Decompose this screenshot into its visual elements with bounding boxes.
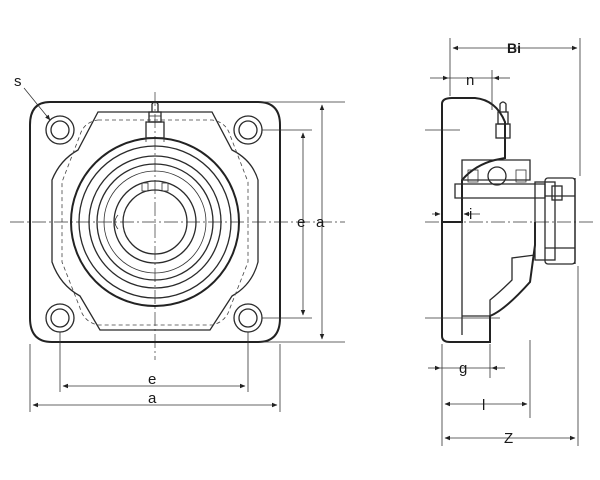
bearing-bore xyxy=(122,189,188,255)
bolt-hole-bottom-right-inner xyxy=(238,308,258,328)
label-e-vertical: e xyxy=(297,214,305,231)
bearing-ring-4 xyxy=(96,163,214,281)
label-s: s xyxy=(14,73,22,90)
bearing-inner-ring xyxy=(113,180,197,264)
bolt-hole-bottom-left-inner xyxy=(50,308,70,328)
flange-rib xyxy=(489,254,536,316)
set-screw-right xyxy=(161,182,169,192)
housing-outline xyxy=(29,101,281,343)
housing-pocket-dashed xyxy=(61,119,249,326)
locking-collar xyxy=(544,177,576,265)
bolt-hole-bottom-left xyxy=(45,303,75,333)
label-i: i xyxy=(469,206,472,223)
bearing-ring-2 xyxy=(78,145,232,299)
housing-web xyxy=(51,111,259,331)
seal-right xyxy=(515,169,527,183)
bearing-ball xyxy=(487,166,507,186)
collar-screw xyxy=(551,185,563,201)
label-n: n xyxy=(466,72,474,89)
flange-lower xyxy=(441,222,536,343)
side-view: Bi n i g l Z xyxy=(425,38,595,447)
bolt-hole-bottom-right xyxy=(233,303,263,333)
label-a-horizontal: a xyxy=(148,390,157,407)
label-l: l xyxy=(482,397,485,414)
leader-s xyxy=(23,87,51,121)
label-a-vertical: a xyxy=(316,214,325,231)
bolt-hole-top-right-inner xyxy=(238,120,258,140)
set-screw-left xyxy=(141,182,149,192)
label-Bi: Bi xyxy=(507,40,521,56)
front-view: s e a e a xyxy=(10,73,345,412)
grease-nipple-side xyxy=(495,101,511,139)
label-g: g xyxy=(459,360,467,377)
outer-race xyxy=(461,159,531,181)
label-Z: Z xyxy=(504,430,513,447)
bolt-hole-top-left xyxy=(45,115,75,145)
bolt-hole-top-right xyxy=(233,115,263,145)
bore-keyway xyxy=(114,214,119,230)
bearing-ring-5 xyxy=(103,170,207,274)
grease-nipple-front xyxy=(145,101,165,142)
inner-ring xyxy=(454,183,546,199)
bearing-ring-3 xyxy=(88,155,222,289)
label-e-horizontal: e xyxy=(148,371,156,388)
bolt-hole-top-left-inner xyxy=(50,120,70,140)
seal-left xyxy=(467,169,479,183)
